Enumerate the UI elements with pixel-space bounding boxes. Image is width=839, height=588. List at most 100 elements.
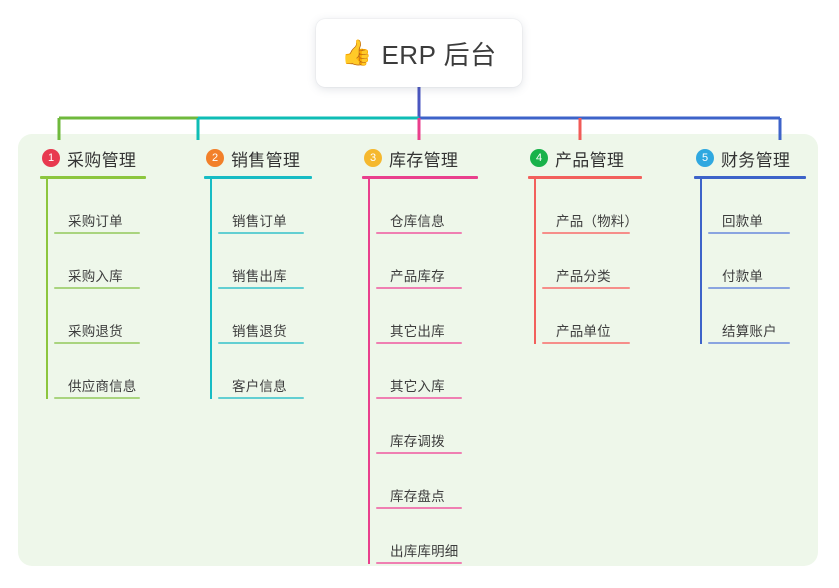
branch-underline xyxy=(694,176,806,179)
branch-column-3: 3 库存管理仓库信息产品库存其它出库其它入库库存调拨库存盘点出库库明细 xyxy=(362,146,478,564)
branch-item-label: 采购订单 xyxy=(68,214,123,229)
branch-item-underline xyxy=(376,287,462,289)
branch-number-badge: 4 xyxy=(530,149,548,167)
branch-item-label: 付款单 xyxy=(722,269,764,284)
branch-item-underline xyxy=(376,232,462,234)
branch-header-5[interactable]: 5 财务管理 xyxy=(694,146,790,170)
branch-item[interactable]: 付款单 xyxy=(708,234,790,289)
branch-number-badge: 2 xyxy=(206,149,224,167)
branch-header-1[interactable]: 1 采购管理 xyxy=(40,146,148,170)
branch-item-underline xyxy=(218,342,304,344)
branch-item-underline xyxy=(54,287,140,289)
branch-column-4: 4 产品管理产品（物料） 产品分类产品单位 xyxy=(528,146,642,344)
branch-title: 采购管理 xyxy=(67,150,137,170)
branch-item-label: 销售退货 xyxy=(232,324,287,339)
branch-item-label: 出库库明细 xyxy=(390,544,459,559)
branch-item-label: 产品单位 xyxy=(556,324,611,339)
branch-item[interactable]: 仓库信息 xyxy=(376,179,470,234)
branch-item-list: 销售订单销售出库销售退货客户信息 xyxy=(204,179,304,399)
branch-spine xyxy=(368,179,370,564)
branch-item-underline xyxy=(218,232,304,234)
branch-item-label: 库存调拨 xyxy=(390,434,445,449)
branch-underline xyxy=(40,176,146,179)
branch-item-underline xyxy=(376,342,462,344)
branch-underline xyxy=(528,176,642,179)
branch-item-label: 销售订单 xyxy=(232,214,287,229)
branch-spine xyxy=(46,179,48,399)
branch-item[interactable]: 结算账户 xyxy=(708,289,790,344)
branch-title: 库存管理 xyxy=(389,150,459,170)
branch-title: 销售管理 xyxy=(231,150,301,170)
branch-item[interactable]: 客户信息 xyxy=(218,344,304,399)
branch-item-underline xyxy=(542,342,630,344)
branch-item[interactable]: 其它出库 xyxy=(376,289,470,344)
branch-item-label: 其它出库 xyxy=(390,324,445,339)
branch-item-label: 供应商信息 xyxy=(68,379,137,394)
branch-number-badge: 1 xyxy=(42,149,60,167)
branch-item-underline xyxy=(376,397,462,399)
branch-item[interactable]: 出库库明细 xyxy=(376,509,470,564)
branch-item-underline xyxy=(708,232,790,234)
branch-item[interactable]: 供应商信息 xyxy=(54,344,148,399)
branch-item[interactable]: 库存盘点 xyxy=(376,454,470,509)
branch-item-label: 客户信息 xyxy=(232,379,287,394)
branch-underline xyxy=(362,176,478,179)
branch-item-underline xyxy=(54,397,140,399)
branch-item-underline xyxy=(542,287,630,289)
branch-column-5: 5 财务管理回款单付款单结算账户 xyxy=(694,146,806,344)
branch-header-2[interactable]: 2 销售管理 xyxy=(204,146,304,170)
branch-item[interactable]: 产品单位 xyxy=(542,289,632,344)
branch-spine xyxy=(700,179,702,344)
branch-item-label: 采购入库 xyxy=(68,269,123,284)
branch-spine xyxy=(534,179,536,344)
branch-item-label: 销售出库 xyxy=(232,269,287,284)
branch-item-underline xyxy=(376,452,462,454)
branch-item[interactable]: 产品（物料） xyxy=(542,179,638,234)
branch-title: 产品管理 xyxy=(555,150,625,170)
branch-item[interactable]: 回款单 xyxy=(708,179,790,234)
branch-title: 财务管理 xyxy=(721,150,791,170)
branch-item-label: 产品分类 xyxy=(556,269,611,284)
branch-item-underline xyxy=(376,562,462,564)
branch-item-list: 仓库信息产品库存其它出库其它入库库存调拨库存盘点出库库明细 xyxy=(362,179,470,564)
branch-item-label: 结算账户 xyxy=(722,324,777,339)
branch-item-underline xyxy=(376,507,462,509)
branch-item[interactable]: 其它入库 xyxy=(376,344,470,399)
branch-item[interactable]: 产品库存 xyxy=(376,234,470,289)
branch-item-underline xyxy=(218,397,304,399)
branch-item-underline xyxy=(54,232,140,234)
branch-header-4[interactable]: 4 产品管理 xyxy=(528,146,632,170)
branch-item-list: 采购订单采购入库采购退货供应商信息 xyxy=(40,179,148,399)
branch-item-label: 库存盘点 xyxy=(390,489,445,504)
branch-item[interactable]: 库存调拨 xyxy=(376,399,470,454)
branch-item-underline xyxy=(708,287,790,289)
branch-item-underline xyxy=(708,342,790,344)
branch-item[interactable]: 采购退货 xyxy=(54,289,148,344)
branch-item-underline xyxy=(542,232,630,234)
branch-item-label: 仓库信息 xyxy=(390,214,445,229)
branch-spine xyxy=(210,179,212,399)
root-node[interactable]: 👍 ERP 后台 xyxy=(316,19,522,87)
branch-item-list: 产品（物料） 产品分类产品单位 xyxy=(528,179,638,344)
root-node-content: 👍 ERP 后台 xyxy=(341,35,496,72)
branch-item-label: 采购退货 xyxy=(68,324,123,339)
branch-item[interactable]: 采购入库 xyxy=(54,234,148,289)
branch-item[interactable]: 销售退货 xyxy=(218,289,304,344)
branches-background-panel xyxy=(18,134,818,566)
branch-item-label: 回款单 xyxy=(722,214,764,229)
branch-item[interactable]: 采购订单 xyxy=(54,179,148,234)
root-title: ERP 后台 xyxy=(381,39,497,70)
branch-item-underline xyxy=(54,342,140,344)
branch-item-underline xyxy=(218,287,304,289)
branch-item[interactable]: 销售订单 xyxy=(218,179,304,234)
branch-header-3[interactable]: 3 库存管理 xyxy=(362,146,470,170)
branch-item[interactable]: 销售出库 xyxy=(218,234,304,289)
branch-item[interactable]: 产品分类 xyxy=(542,234,632,289)
branch-number-badge: 5 xyxy=(696,149,714,167)
thumbs-up-icon: 👍 xyxy=(341,38,373,67)
branch-number-badge: 3 xyxy=(364,149,382,167)
branch-column-1: 1 采购管理采购订单采购入库采购退货供应商信息 xyxy=(40,146,148,399)
branch-item-label: 其它入库 xyxy=(390,379,445,394)
branch-item-label: 产品库存 xyxy=(390,269,445,284)
